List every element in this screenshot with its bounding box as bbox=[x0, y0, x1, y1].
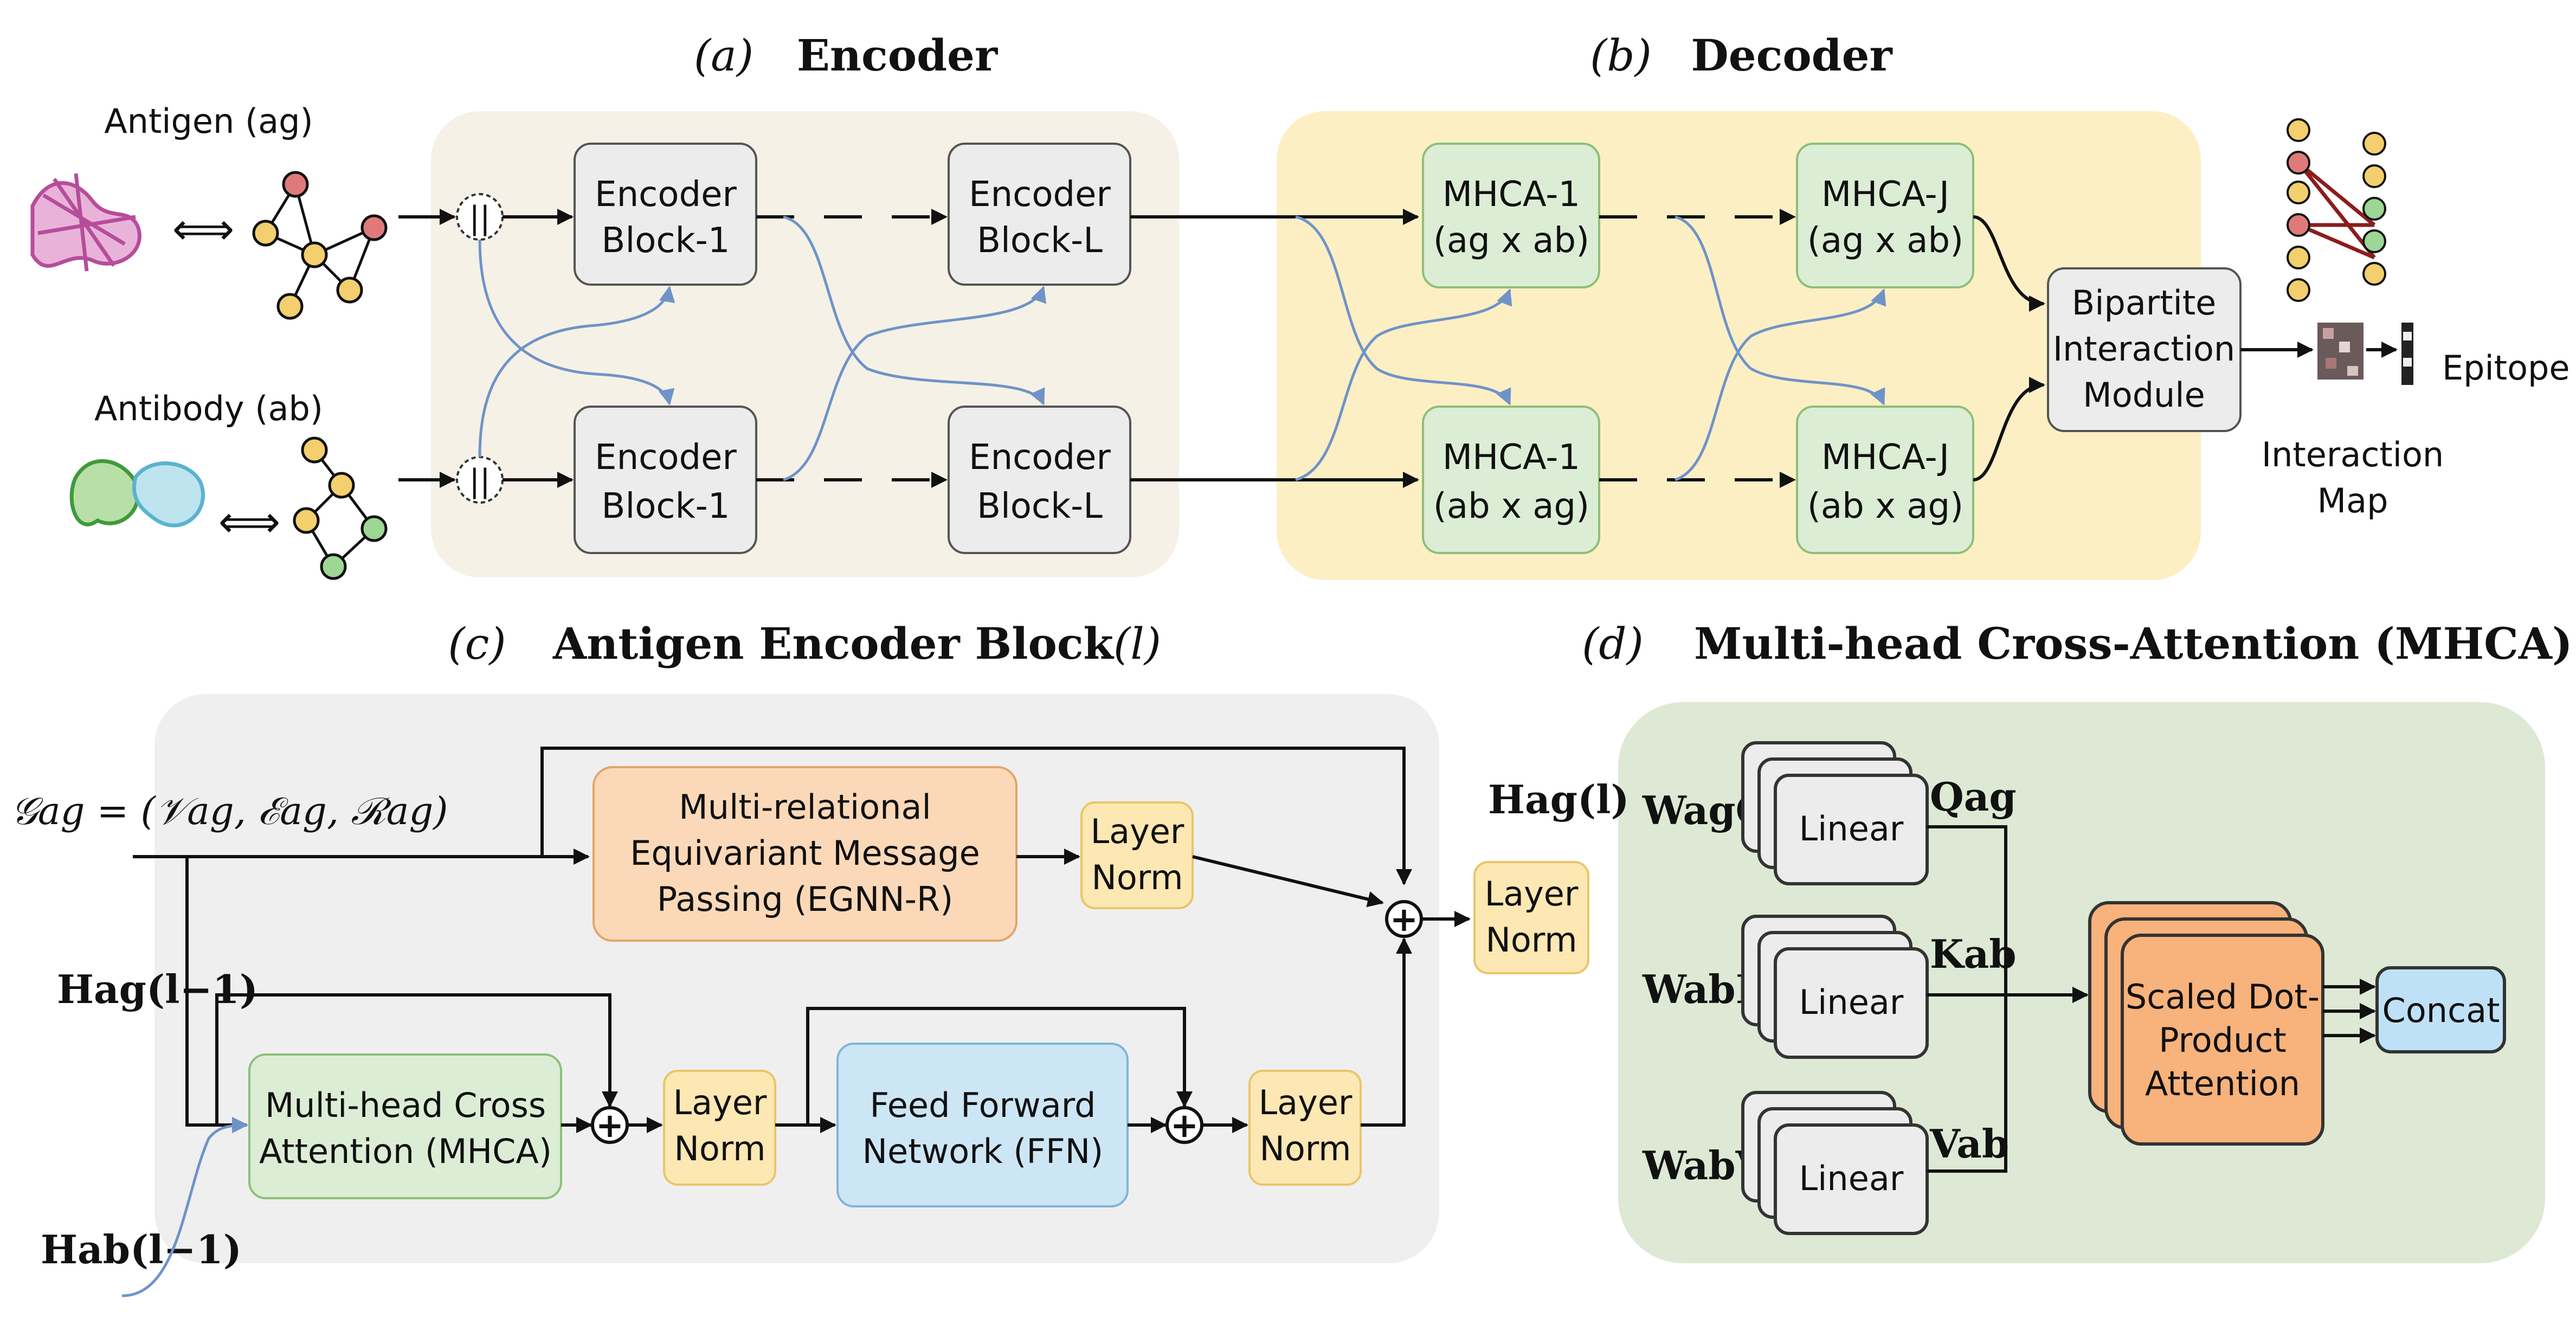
svg-text:Encoder: Encoder bbox=[969, 438, 1111, 478]
panel-b-letter: (b) bbox=[1590, 30, 1652, 81]
svg-text:MHCA-J: MHCA-J bbox=[1821, 175, 1949, 215]
svg-text:Norm: Norm bbox=[674, 1129, 765, 1168]
svg-text:Norm: Norm bbox=[1259, 1129, 1351, 1168]
svg-text:Interaction: Interaction bbox=[2053, 329, 2235, 369]
svg-text:Encoder: Encoder bbox=[969, 175, 1111, 215]
add-node-2-symbol: + bbox=[1170, 1106, 1199, 1145]
sdpa-stack: Scaled Dot- Product Attention bbox=[2088, 901, 2324, 1146]
svg-text:(ab x ag): (ab x ag) bbox=[1433, 486, 1589, 526]
svg-text:Linear: Linear bbox=[1799, 1159, 1904, 1198]
svg-text:Encoder: Encoder bbox=[595, 438, 737, 478]
antigen-double-arrow-icon: ⟺ bbox=[172, 204, 235, 254]
antigen-graph-icon bbox=[252, 171, 388, 320]
linear-stack-v: Linear bbox=[1741, 1091, 1929, 1235]
svg-text:Norm: Norm bbox=[1485, 920, 1577, 960]
panel-c-title: Antigen Encoder Block(l) bbox=[552, 618, 1161, 669]
antibody-protein-image bbox=[69, 459, 205, 528]
svg-text:(ag x ab): (ag x ab) bbox=[1807, 221, 1963, 261]
svg-text:Multi-relational: Multi-relational bbox=[679, 787, 931, 827]
antibody-graph-icon bbox=[293, 436, 388, 580]
final-add-symbol: + bbox=[1390, 899, 1418, 939]
encoder-block-l-ag: Encoder Block-L bbox=[948, 143, 1131, 286]
mhca-j-ag-ab: MHCA-J (ag x ab) bbox=[1796, 143, 1974, 288]
interaction-map-label-line1: Interaction bbox=[2262, 435, 2444, 474]
layer-norm-3: Layer Norm bbox=[1248, 1070, 1362, 1186]
svg-text:Norm: Norm bbox=[1091, 858, 1183, 897]
svg-text:Concat: Concat bbox=[2382, 991, 2500, 1030]
antigen-concat-symbol: || bbox=[469, 200, 490, 236]
svg-text:Linear: Linear bbox=[1799, 809, 1904, 849]
svg-text:Network (FFN): Network (FFN) bbox=[862, 1132, 1104, 1171]
h-ag-prev-label: Hag(l−1) bbox=[57, 966, 258, 1012]
ffn-block: Feed Forward Network (FFN) bbox=[836, 1043, 1129, 1207]
interaction-map-image bbox=[2317, 323, 2364, 380]
h-ab-prev-label: Hab(l−1) bbox=[41, 1226, 242, 1272]
svg-text:Layer: Layer bbox=[1259, 1083, 1353, 1122]
interaction-map-label-line2: Map bbox=[2317, 481, 2388, 520]
encoder-block-1-ab: Encoder Block-1 bbox=[574, 406, 757, 554]
mhca-block-c: Multi-head Cross Attention (MHCA) bbox=[248, 1053, 562, 1199]
svg-text:MHCA-J: MHCA-J bbox=[1821, 438, 1949, 478]
epitope-vector-image bbox=[2401, 323, 2413, 385]
svg-text:MHCA-1: MHCA-1 bbox=[1442, 438, 1580, 478]
graph-input-label: 𝒢ag = (𝒱ag, ℰag, ℛag) bbox=[11, 789, 448, 833]
svg-text:(ab x ag): (ab x ag) bbox=[1807, 486, 1963, 526]
k-label: Kab bbox=[1930, 931, 2017, 977]
bipartite-interaction-module: Bipartite Interaction Module bbox=[2047, 267, 2242, 432]
egnn-r-block: Multi-relational Equivariant Message Pas… bbox=[593, 766, 1017, 942]
concat-block: Concat bbox=[2375, 966, 2506, 1053]
antibody-double-arrow-icon: ⟺ bbox=[218, 497, 281, 547]
svg-text:Layer: Layer bbox=[1091, 812, 1184, 851]
q-label: Qag bbox=[1930, 774, 2017, 820]
svg-text:Attention (MHCA): Attention (MHCA) bbox=[259, 1132, 552, 1171]
antigen-label: Antigen (ag) bbox=[104, 101, 313, 141]
svg-text:Linear: Linear bbox=[1799, 982, 1904, 1022]
svg-text:Block-1: Block-1 bbox=[602, 486, 730, 526]
svg-text:Product: Product bbox=[2159, 1020, 2286, 1060]
svg-text:Scaled Dot-: Scaled Dot- bbox=[2126, 977, 2320, 1017]
svg-text:Attention: Attention bbox=[2145, 1064, 2300, 1103]
panel-a-title: Encoder bbox=[797, 30, 998, 81]
add-node-1-symbol: + bbox=[596, 1106, 624, 1145]
layer-norm-2: Layer Norm bbox=[663, 1070, 776, 1186]
epitope-label: Epitope bbox=[2442, 348, 2570, 388]
svg-text:Block-L: Block-L bbox=[977, 221, 1103, 261]
antibody-concat-symbol: || bbox=[469, 462, 490, 499]
svg-text:Feed Forward: Feed Forward bbox=[870, 1085, 1096, 1125]
mhca-j-ab-ag: MHCA-J (ab x ag) bbox=[1796, 406, 1974, 554]
svg-text:Equivariant Message: Equivariant Message bbox=[630, 833, 980, 873]
layer-norm-1: Layer Norm bbox=[1080, 801, 1194, 909]
panel-d-title: Multi-head Cross-Attention (MHCA) bbox=[1694, 618, 2573, 669]
svg-text:(ag x ab): (ag x ab) bbox=[1433, 221, 1589, 261]
svg-text:Passing (EGNN-R): Passing (EGNN-R) bbox=[657, 879, 954, 919]
svg-text:Block-L: Block-L bbox=[977, 486, 1103, 526]
svg-text:Layer: Layer bbox=[673, 1083, 767, 1122]
encoder-block-1-ag: Encoder Block-1 bbox=[574, 143, 757, 286]
encoder-block-l-ab: Encoder Block-L bbox=[948, 406, 1131, 554]
svg-text:Bipartite: Bipartite bbox=[2072, 283, 2217, 323]
linear-stack-k: Linear bbox=[1741, 915, 1929, 1059]
svg-text:Multi-head Cross: Multi-head Cross bbox=[265, 1085, 546, 1125]
svg-text:Module: Module bbox=[2083, 375, 2205, 415]
svg-text:Block-1: Block-1 bbox=[602, 221, 730, 261]
svg-text:Encoder: Encoder bbox=[595, 175, 737, 215]
layer-norm-out: Layer Norm bbox=[1473, 861, 1589, 974]
antigen-protein-image bbox=[30, 173, 141, 272]
mhca-1-ab-ag: MHCA-1 (ab x ag) bbox=[1422, 406, 1600, 554]
panel-b-title: Decoder bbox=[1691, 30, 1892, 81]
svg-text:Layer: Layer bbox=[1485, 874, 1579, 914]
antibody-label: Antibody (ab) bbox=[94, 389, 323, 428]
linear-stack-q: Linear bbox=[1741, 741, 1929, 885]
h-ag-out-label: Hag(l) bbox=[1488, 776, 1630, 822]
svg-text:MHCA-1: MHCA-1 bbox=[1442, 175, 1580, 215]
panel-d-letter: (d) bbox=[1582, 619, 1644, 669]
bipartite-graph-icon bbox=[2287, 118, 2386, 302]
v-label: Vab bbox=[1929, 1121, 2009, 1167]
panel-c-letter: (c) bbox=[448, 619, 506, 669]
panel-a-letter: (a) bbox=[694, 30, 754, 81]
mhca-1-ag-ab: MHCA-1 (ag x ab) bbox=[1422, 143, 1600, 288]
